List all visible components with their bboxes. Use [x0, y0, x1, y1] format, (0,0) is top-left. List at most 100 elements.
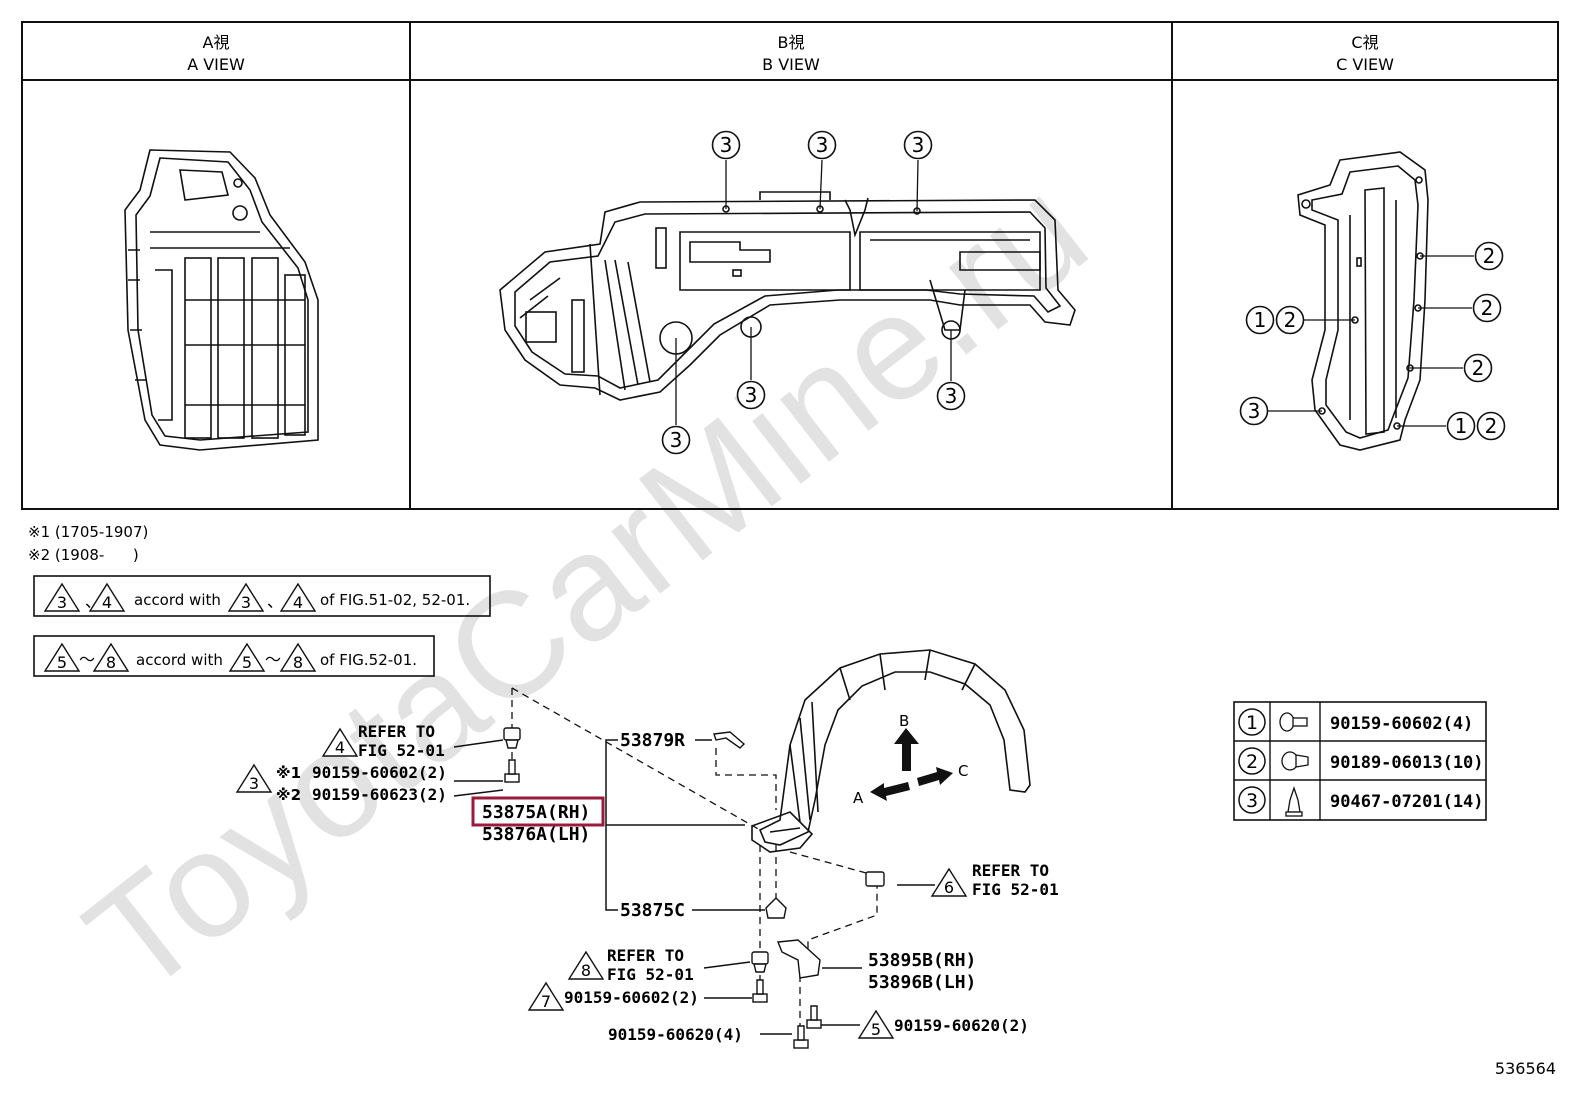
accord-ref-text: of FIG.52-01. [320, 651, 417, 669]
tri-8: 8 [293, 653, 303, 672]
bracket-r-icon [713, 731, 746, 749]
fender-liner-drawing [751, 649, 1031, 853]
figure-code: 536564 [1495, 1059, 1556, 1078]
fasteners [503, 727, 885, 1049]
c-view-title-jp: C視 [1351, 33, 1378, 52]
bolt-part-number[interactable]: 90159-60602(2) [564, 988, 699, 1007]
part-number-53875c[interactable]: 53875C [620, 900, 685, 921]
bolt-icon [752, 979, 768, 1003]
tri-3: 3 [57, 593, 67, 612]
tri-4: 4 [102, 593, 112, 612]
tri-4: 4 [293, 593, 303, 612]
legend-part-number[interactable]: 90159-60602(4) [1330, 714, 1473, 734]
tri-7: 7 [541, 992, 551, 1011]
bolt-icon [504, 759, 520, 783]
screw-icon [1279, 712, 1308, 732]
highlight-box [471, 796, 605, 827]
arrow-a-icon [870, 782, 910, 801]
part-number-53896b[interactable]: 53896B(LH) [868, 972, 976, 993]
callout-2: 2 [1481, 296, 1494, 320]
callout-3: 3 [720, 133, 733, 157]
b-view-callouts: 3 3 3 3 3 3 [661, 130, 966, 455]
note-2: ※2 (1908- ) [28, 546, 139, 564]
callout-2: 2 [1284, 308, 1297, 332]
bolt-part-number[interactable]: 90159-60620(4) [608, 1025, 743, 1044]
grommet-icon [1281, 751, 1309, 771]
bracket-b-icon [777, 939, 821, 979]
variant-mark-1: ※1 [276, 764, 301, 782]
clip-nut-icon [503, 727, 521, 749]
legend-num: 2 [1246, 751, 1258, 773]
separator: ～ [79, 650, 95, 669]
c-view-leaders [1268, 255, 1474, 427]
fig-ref-text: FIG 52-01 [358, 741, 445, 760]
view-panels [21, 21, 1559, 510]
part-number-53895b[interactable]: 53895B(RH) [868, 950, 976, 971]
accord-box-1: 3 、 4 accord with 3 、 4 of FIG.51-02, 52… [33, 575, 491, 617]
dir-b-label: B [899, 712, 909, 730]
leader-lines [453, 739, 935, 1035]
push-clip-icon [1285, 785, 1303, 817]
b-view-leaders [675, 159, 952, 425]
refer-to-text: REFER TO [607, 946, 684, 965]
c-view-callouts: 2 2 2 1 2 3 1 2 [1239, 241, 1506, 441]
dir-c-label: C [958, 762, 968, 780]
callout-2: 2 [1472, 356, 1485, 380]
b-view-liner-drawing [499, 191, 1076, 401]
b-view-title-jp: B視 [778, 33, 805, 52]
bolt-7-label: 7 90159-60602(2) [527, 981, 699, 1011]
tri-8: 8 [581, 961, 591, 980]
a-view-title-en: A VIEW [187, 55, 245, 74]
clip-nut-icon [865, 871, 885, 887]
bolt-icon [806, 1005, 822, 1029]
ref-4-label: 4 REFER TO FIG 52-01 [321, 722, 445, 760]
tri-3: 3 [241, 593, 251, 612]
bolt-part-number: 90159-60623(2) [312, 785, 447, 804]
accord-text: accord with [134, 591, 221, 609]
tri-5: 5 [242, 653, 252, 672]
separator: ～ [265, 650, 281, 669]
bolt-5-label: 5 90159-60620(2) [857, 1009, 1029, 1039]
variant-mark-2: ※2 [276, 786, 301, 804]
part-number-rh[interactable]: 53875A(RH) [482, 802, 590, 823]
a-view-liner-drawing [124, 149, 319, 451]
callout-1: 1 [1455, 414, 1468, 438]
fig-ref-text: FIG 52-01 [972, 880, 1059, 899]
arrow-b-icon [894, 728, 919, 771]
arrow-c-icon [917, 767, 953, 786]
part-number-lh[interactable]: 53876A(LH) [482, 824, 590, 845]
part-number-53879r[interactable]: 53879R [620, 730, 685, 751]
legend-num: 1 [1246, 712, 1258, 734]
callout-3: 3 [670, 428, 683, 452]
assembly-dashed-lines [511, 687, 878, 1030]
tri-3: 3 [249, 774, 259, 793]
ref-6-label: 6 REFER TO FIG 52-01 [930, 861, 1059, 899]
tri-5: 5 [57, 653, 67, 672]
callout-2: 2 [1483, 244, 1496, 268]
bolt-icon [793, 1025, 809, 1049]
legend-part-number[interactable]: 90189-06013(10) [1330, 753, 1484, 773]
tri-3-label: 3 [235, 763, 273, 793]
b-view-title-en: B VIEW [762, 55, 820, 74]
callout-2: 2 [1485, 414, 1498, 438]
legend-part-number[interactable]: 90467-07201(14) [1330, 792, 1484, 812]
accord-box-2: 5 ～ 8 accord with 5 ～ 8 of FIG.52-01. [33, 635, 435, 677]
refer-to-text: REFER TO [972, 861, 1049, 880]
tri-6: 6 [944, 878, 954, 897]
c-view-liner-drawing [1297, 151, 1429, 451]
callout-3: 3 [1248, 399, 1261, 423]
c-view-title-en: C VIEW [1336, 55, 1394, 74]
callout-1: 1 [1254, 308, 1267, 332]
dir-a-label: A [853, 789, 864, 807]
bolt-part-number[interactable]: 90159-60620(2) [894, 1016, 1029, 1035]
callout-3: 3 [945, 384, 958, 408]
accord-ref-text: of FIG.51-02, 52-01. [320, 591, 470, 609]
direction-arrows [870, 728, 953, 801]
note-1: ※1 (1705-1907) [28, 523, 148, 541]
bolt-part-number: 90159-60602(2) [312, 763, 447, 782]
tri-4: 4 [335, 738, 345, 757]
legend-num: 3 [1246, 790, 1258, 812]
a-view-title-jp: A視 [203, 33, 230, 52]
callout-3: 3 [816, 133, 829, 157]
